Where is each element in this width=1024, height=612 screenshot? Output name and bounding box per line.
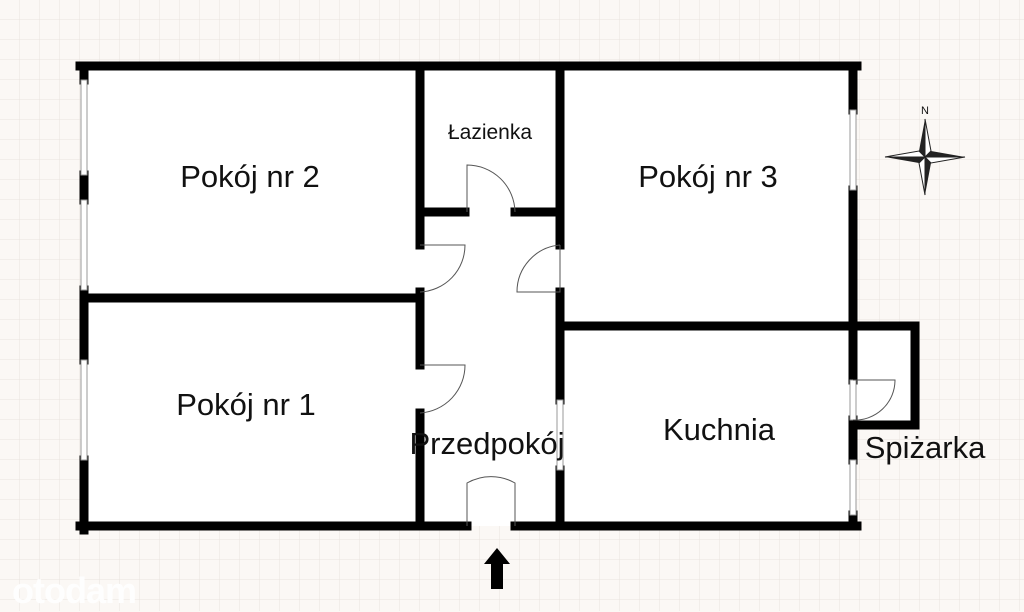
walls bbox=[75, 61, 920, 535]
compass-icon bbox=[884, 118, 966, 196]
doors bbox=[419, 164, 896, 526]
room-label-lazienka: Łazienka bbox=[447, 121, 533, 144]
room-label-kuchnia: Kuchnia bbox=[662, 412, 776, 447]
watermark-logo: otodam bbox=[12, 570, 137, 611]
room-label-spizarka: Spiżarka bbox=[864, 430, 986, 465]
room-label-przedpokoj: Przedpokój bbox=[409, 426, 565, 461]
compass-north-label: N bbox=[921, 105, 929, 117]
room-label-pokoj-3: Pokój nr 3 bbox=[638, 159, 778, 194]
room-label-pokoj-2: Pokój nr 2 bbox=[180, 159, 320, 194]
room-label-pokoj-1: Pokój nr 1 bbox=[176, 387, 316, 422]
windows bbox=[80, 79, 857, 516]
entrance-arrow-icon bbox=[484, 548, 510, 589]
